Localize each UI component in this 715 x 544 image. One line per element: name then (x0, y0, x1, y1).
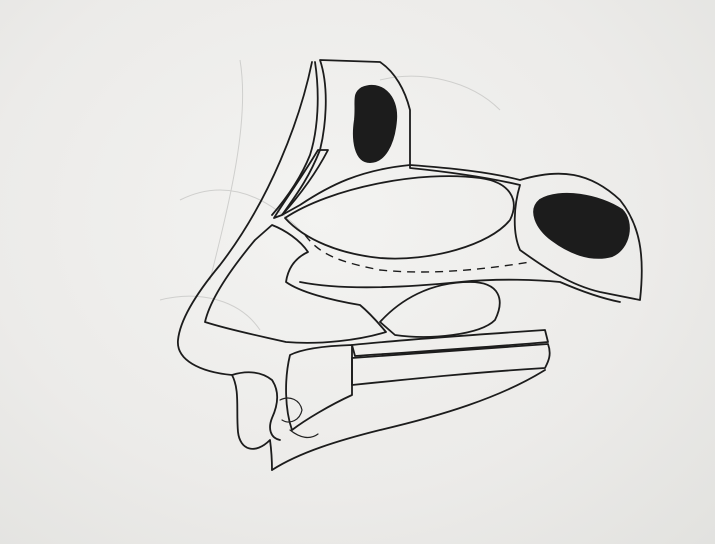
ala-nasi (232, 372, 280, 440)
anterior-spine-sketch (280, 398, 302, 422)
hard-palate (286, 330, 550, 430)
columella (272, 370, 545, 470)
faint-erased-sketch-lines (160, 60, 500, 330)
inferior-turbinate (380, 282, 500, 337)
nasal-vestibule (205, 225, 386, 343)
meatus-dashed-line (305, 235, 530, 272)
frontal-sinus (354, 86, 396, 162)
lip-line (290, 430, 318, 437)
sphenoid-sinus (534, 194, 629, 258)
middle-turbinate (285, 176, 514, 258)
